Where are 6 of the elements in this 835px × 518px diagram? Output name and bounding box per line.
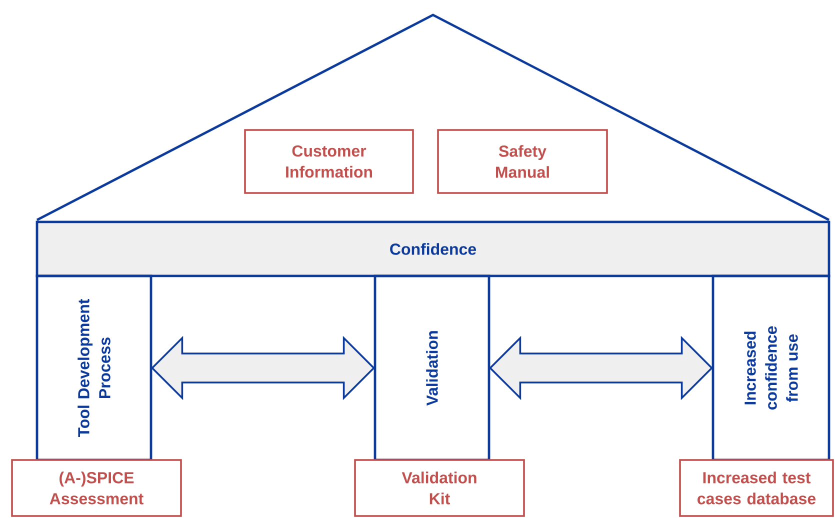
beam-box: Confidence (36, 220, 830, 278)
text-box: Customer Information (244, 129, 414, 194)
text-box: Safety Manual (437, 129, 608, 194)
text-box: Increased test cases database (679, 459, 834, 517)
text-box: (A-)SPICE Assessment (11, 459, 182, 517)
text-box: Validation Kit (354, 459, 525, 517)
